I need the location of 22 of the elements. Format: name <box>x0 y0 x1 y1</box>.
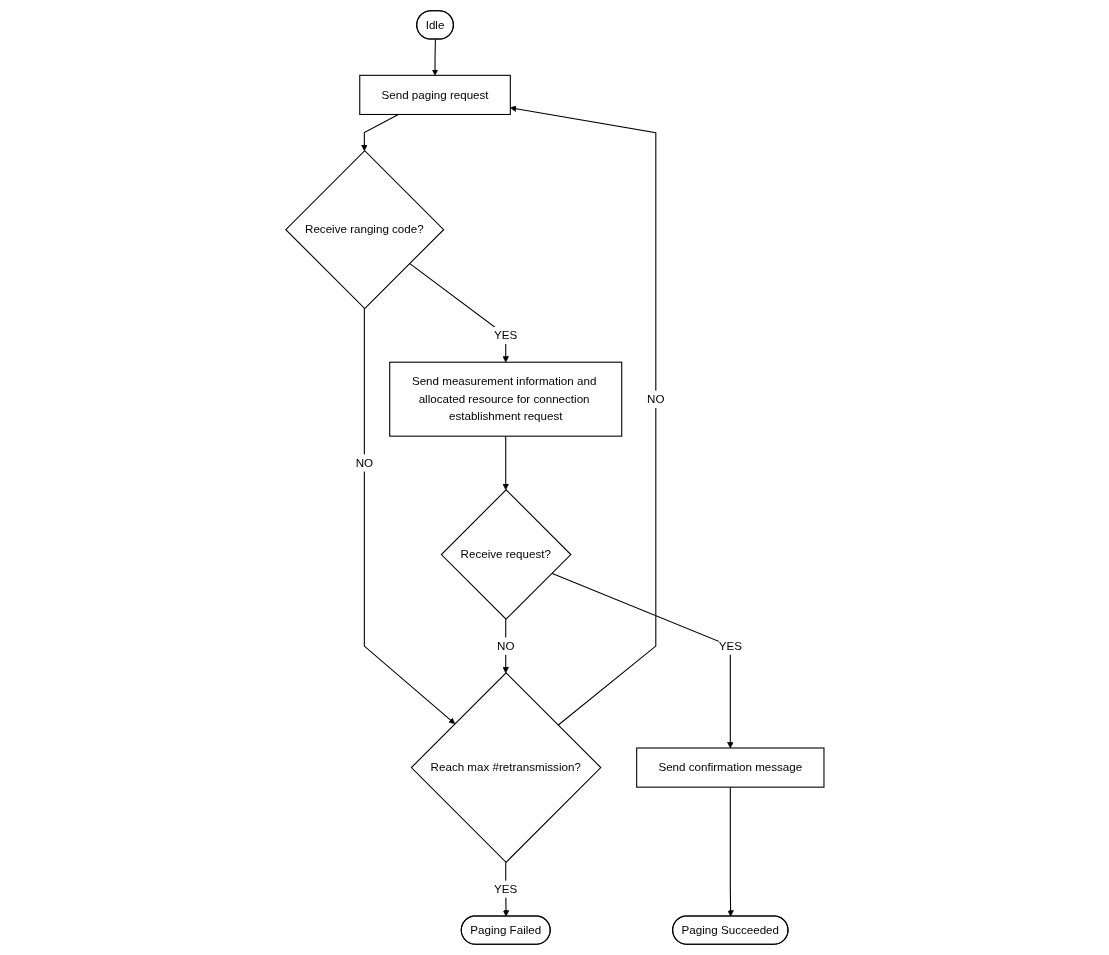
arrow <box>431 38 438 76</box>
arrow <box>727 786 734 917</box>
arrow <box>550 572 734 749</box>
edge-label: YES <box>493 328 517 342</box>
edge-label: YES <box>718 639 742 652</box>
edge-label: NO <box>496 639 515 652</box>
edge-label: NO <box>355 456 373 469</box>
arrow <box>502 435 509 491</box>
edge-label: NO <box>646 392 665 405</box>
node-diamond: Receive ranging code? <box>284 149 444 310</box>
node-box: Send measurement information and allocated resource for connection establishment request <box>388 361 622 437</box>
node-box: Send paging request <box>358 74 511 116</box>
arrow <box>408 262 509 363</box>
arrow <box>509 105 656 726</box>
node-diamond: Reach max #retransmission? <box>410 672 602 864</box>
arrow <box>502 861 509 917</box>
arrow <box>360 113 399 151</box>
edge-label: YES <box>493 882 517 895</box>
arrow <box>502 618 509 674</box>
node-diamond: Receive request? <box>440 489 572 620</box>
arrow <box>363 308 455 725</box>
node-box: Send confirmation message <box>635 747 825 788</box>
